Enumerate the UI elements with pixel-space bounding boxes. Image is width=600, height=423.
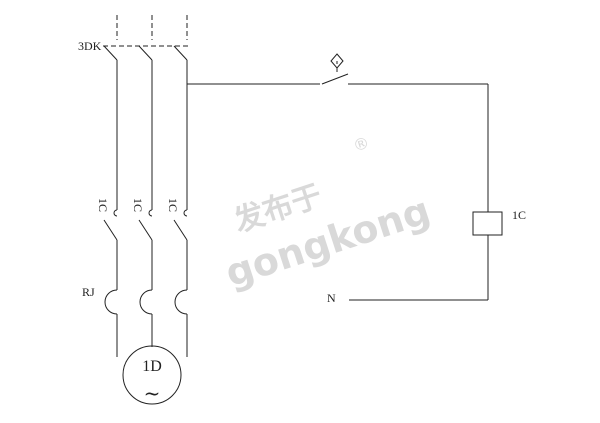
watermark-registered: ® — [351, 133, 372, 156]
motor-ac-symbol: ~ — [144, 381, 161, 405]
watermark: 发布于 gongkong ® — [220, 133, 435, 296]
motor-label: 1D — [142, 358, 162, 375]
coil-label: 1C — [512, 208, 526, 222]
pushbutton-symbol — [330, 53, 344, 69]
contactor-coil — [472, 211, 503, 236]
phase-a-wire — [103, 15, 118, 357]
phase-c-wire — [173, 15, 188, 357]
phase-b-wire — [138, 15, 153, 347]
thermal-relay-label: RJ — [82, 285, 95, 299]
contactor-label-c: 1C — [166, 198, 180, 212]
neutral-label: N — [327, 291, 336, 305]
contactor-label-b: 1C — [131, 198, 145, 212]
main-switch-label: 3DK — [78, 39, 102, 53]
motor: 1D ~ — [122, 345, 182, 405]
control-circuit — [187, 53, 503, 301]
contactor-label-a: 1C — [96, 198, 110, 212]
